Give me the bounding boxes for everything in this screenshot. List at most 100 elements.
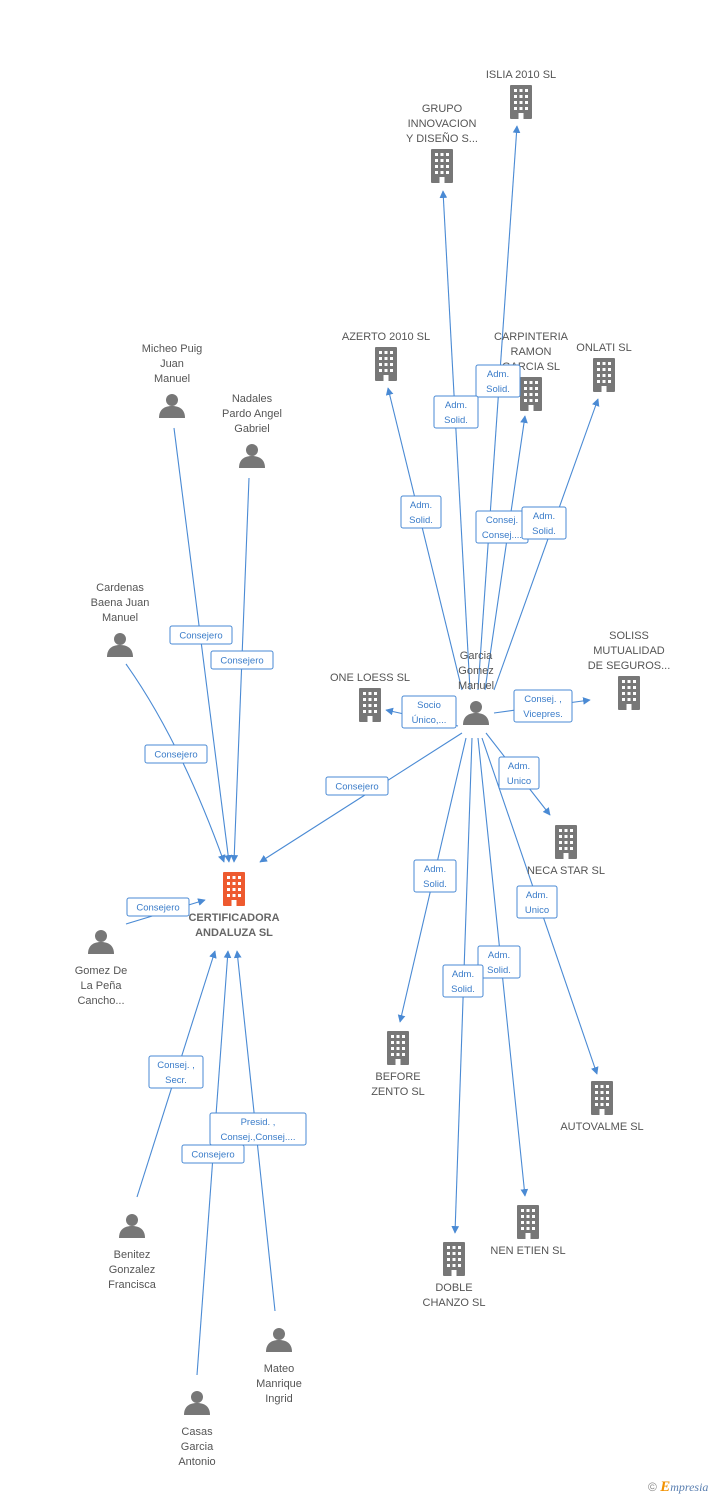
node-label: ZENTO SL [371,1086,425,1098]
node-label: CERTIFICADORA [188,912,279,924]
edge-label-box [401,695,457,729]
empresia-footer: © Empresia [648,1479,708,1496]
edge-label[interactable]: Adm.Solid. [433,395,479,429]
edge-label-box [400,495,442,529]
edge-label[interactable]: Adm.Solid. [413,859,457,893]
edge-label-box [498,756,540,790]
edge-label[interactable]: Adm.Solid. [400,495,442,529]
edge-label[interactable]: Consejero [181,1144,245,1164]
person-icon [184,1391,210,1415]
node-before[interactable]: BEFORE ZENTO SL [371,1031,425,1098]
edge-label-text: Solid. [487,965,511,976]
edge-label[interactable]: Adm.Solid. [521,506,567,540]
node-label: NECA STAR SL [527,865,605,877]
edge-label-text: Consej. , [157,1060,195,1071]
edge-label[interactable]: Consejero [144,744,208,764]
edge-label[interactable]: Consejero [210,650,274,670]
building-icon [359,688,381,722]
edge-label[interactable]: Consej. Consej.... [475,510,529,544]
edge-label[interactable]: Adm.Solid. [475,364,521,398]
node-label: ISLIA 2010 SL [486,69,556,81]
edge-label-box [181,1144,245,1164]
edge-label-text: Consej. [486,515,518,526]
node-onlati[interactable]: ONLATI SL [576,342,632,392]
node-label: Mateo [264,1363,295,1375]
edge-label-text: Adm. [508,761,530,772]
edge-label-text: Vicepres. [523,709,562,720]
edge-label[interactable]: Adm.Solid. [442,964,484,998]
node-autovalme[interactable]: AUTOVALME SL [560,1081,644,1133]
node-label: BEFORE [375,1071,420,1083]
edge-label-text: Consej.... [482,530,522,541]
building-icon [591,1081,613,1115]
edge-label[interactable]: Adm.Solid. [477,945,521,979]
person-icon [119,1214,145,1238]
edge-garcia-to-certificadora [259,732,463,863]
edge-label[interactable]: Presid. , Consej.,Consej.... [209,1112,307,1146]
node-label: Cancho... [77,995,124,1007]
edge-label[interactable]: Consejero [126,897,190,917]
edge-label-text: Adm. [445,400,467,411]
edge-label[interactable]: Consejero [169,625,233,645]
node-label: Manuel [102,612,138,624]
edge-arrow [259,732,463,863]
edge-label[interactable]: Adm.Unico [498,756,540,790]
edge-label-text: Adm. [533,511,555,522]
edge-label[interactable]: Adm.Unico [516,885,558,919]
node-label: AUTOVALME SL [560,1121,643,1133]
edge-label-text: Unico [525,905,549,916]
edge-garcia-to-carpinteria [484,415,528,691]
building-icon [387,1031,409,1065]
edge-label-text: Solid. [451,984,475,995]
node-nenetien[interactable]: NEN ETIEN SL [490,1205,566,1257]
node-label: Gomez De [75,965,128,977]
node-label: NEN ETIEN SL [490,1245,565,1257]
node-islia[interactable]: ISLIA 2010 SL [486,69,556,119]
edge-label-text: Solid. [409,515,433,526]
node-label: Garcia [460,650,493,662]
node-label: DOBLE [435,1282,472,1294]
edge-label-text: Socio [417,700,441,711]
edge-label[interactable]: Consej. ,Secr. [148,1055,204,1089]
node-label: Manuel [154,373,190,385]
building-icon [223,872,245,906]
edge-label-text: Presid. , [241,1117,276,1128]
building-icon [443,1242,465,1276]
edge-label-text: Consej.,Consej.... [221,1132,296,1143]
building-icon [431,149,453,183]
brand-name: mpresia [670,1480,709,1494]
edge-label-text: Consejero [154,750,197,761]
edge-label[interactable]: SocioÚnico,... [401,695,457,729]
edge-micheo-to-certificadora [173,427,232,863]
node-necastar[interactable]: NECA STAR SL [527,825,605,877]
edge-arrow [493,398,600,691]
node-label: Nadales [232,393,273,405]
edge-label-box [513,689,573,723]
edge-label[interactable]: Consej. ,Vicepres. [513,689,573,723]
edge-label-box [209,1112,307,1146]
building-icon [555,825,577,859]
edge-arrow [484,415,528,691]
building-icon [375,347,397,381]
edge-label[interactable]: Consejero [325,776,389,796]
building-icon [618,676,640,710]
person-icon [239,444,265,468]
node-azerto[interactable]: AZERTO 2010 SL [342,331,430,381]
node-label: Cardenas [96,582,144,594]
edge-label-box [521,506,567,540]
edge-garcia-to-onlati [493,398,600,691]
node-oneloess[interactable]: ONE LOESS SL [330,672,410,722]
node-label: Benitez [114,1249,151,1261]
